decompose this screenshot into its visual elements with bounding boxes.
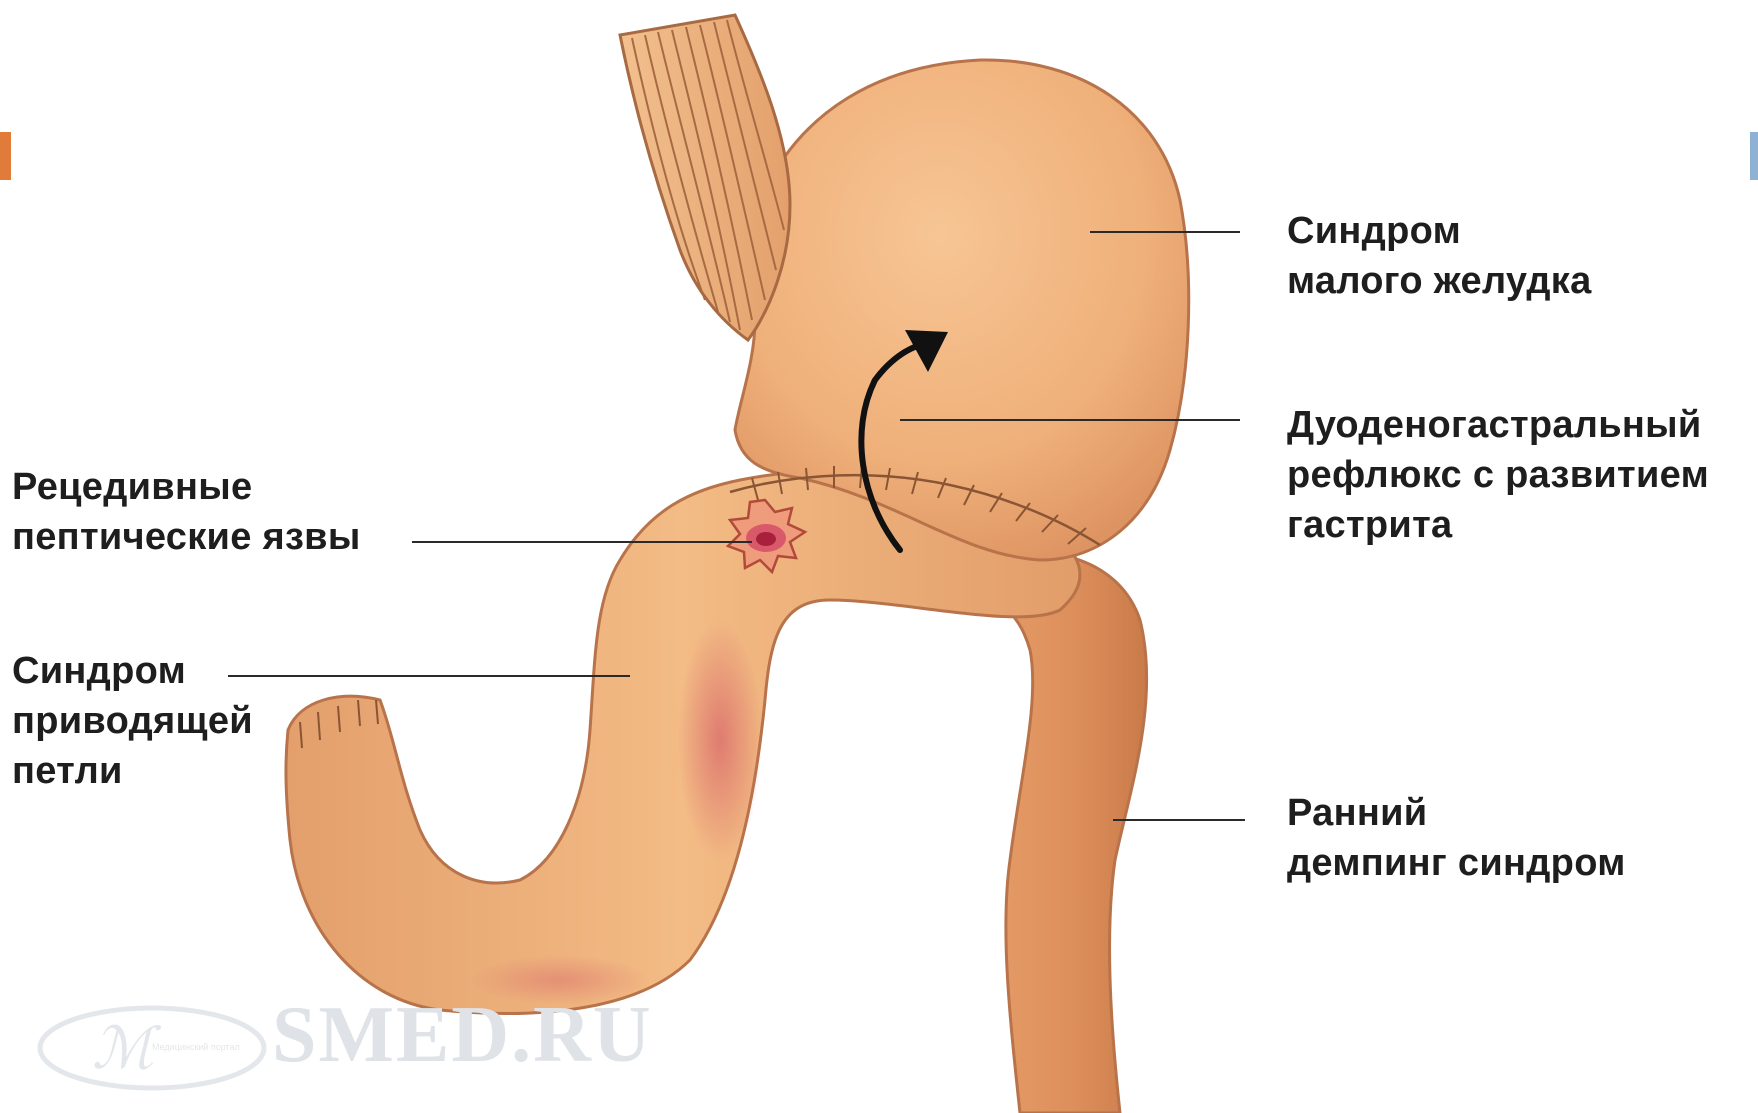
hyperemia-patch [678,620,762,860]
label-small-stomach: Синдром малого желудка [1287,206,1592,306]
label-ulcers: Рецедивные пептические язвы [12,462,361,562]
label-dumping: Ранний демпинг синдром [1287,788,1626,888]
label-reflux: Дуоденогастральный рефлюкс с развитием г… [1287,400,1709,550]
smed-logo: ℳ Медицинский портал [40,1008,264,1088]
efferent-loop [985,553,1147,1113]
esophagus [620,15,790,340]
logo-text: Медицинский портал [152,1042,240,1052]
label-afferent-loop: Синдром приводящей петли [12,646,253,796]
watermark-text: SMED.RU [272,990,653,1081]
